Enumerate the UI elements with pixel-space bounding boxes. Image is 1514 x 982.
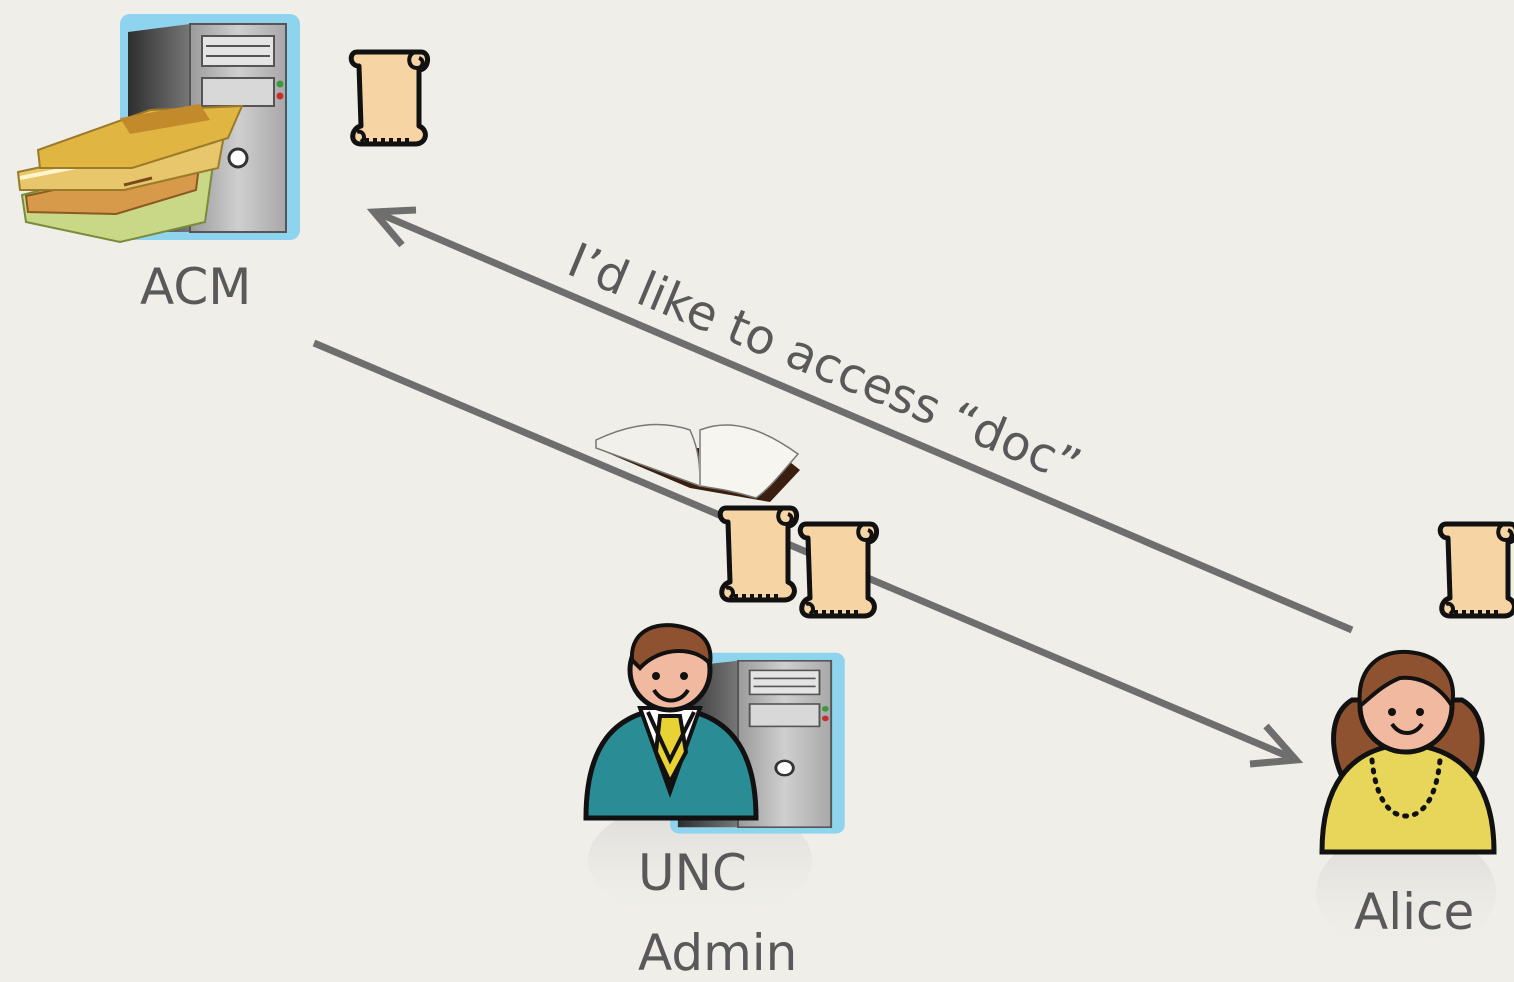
- unc-admin-label-line2: Admin: [638, 928, 797, 978]
- scroll-icon: [720, 508, 796, 600]
- woman-icon: [1322, 652, 1494, 852]
- scroll-icon: [351, 52, 427, 144]
- unc-admin-label-line1: UNC: [638, 848, 747, 898]
- scroll-icon: [1440, 524, 1514, 616]
- acm-node: [18, 14, 428, 242]
- scroll-icon: [800, 524, 876, 616]
- alice-label: Alice: [1354, 887, 1474, 937]
- acm-label: ACM: [140, 262, 251, 312]
- open-book-icon: [596, 425, 800, 502]
